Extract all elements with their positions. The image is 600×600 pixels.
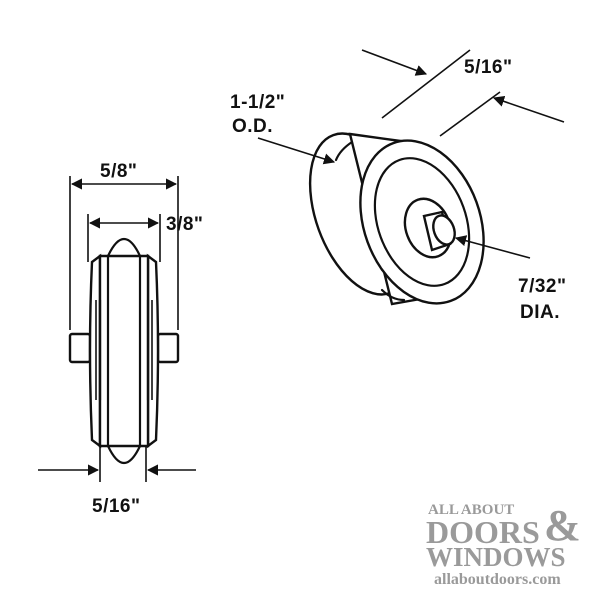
watermark-line3: WINDOWS (426, 542, 566, 572)
watermark-url: allaboutdoors.com (434, 571, 561, 588)
perspective-width-label: 5/16" (464, 57, 513, 78)
watermark-line2: DOORS (426, 514, 540, 550)
overall-width-label: 5/8" (100, 161, 137, 182)
outer-diameter-label-line1: 1-1/2" (230, 92, 285, 113)
side-view: 5/8" 3/8" 5/16" (38, 161, 203, 517)
watermark-line1: ALL ABOUT (428, 502, 514, 518)
perspective-width-arrow-left (361, 49, 428, 76)
brand-watermark: ALL ABOUT DOORS & WINDOWS allaboutdoors.… (426, 501, 581, 588)
axle-diameter-label-line1: 7/32" (518, 276, 567, 297)
perspective-width-arrow-right (492, 95, 565, 123)
axle-diameter-arrow (454, 235, 531, 259)
outer-diameter-label-line2: O.D. (232, 116, 273, 137)
right-axle-stub (156, 332, 180, 364)
groove-width-label: 5/16" (92, 496, 141, 517)
outer-diameter-arrow (257, 137, 336, 165)
watermark-ampersand: & (544, 501, 581, 550)
axle (422, 210, 456, 252)
wheel-side-profile (88, 237, 160, 465)
axle-diameter-label-line2: DIA. (520, 302, 560, 323)
perspective-view: 5/16" 1-1/2" O.D. 7/32" DIA. (230, 49, 567, 323)
wheel-width-label: 3/8" (166, 214, 203, 235)
left-axle-stub (68, 332, 92, 364)
